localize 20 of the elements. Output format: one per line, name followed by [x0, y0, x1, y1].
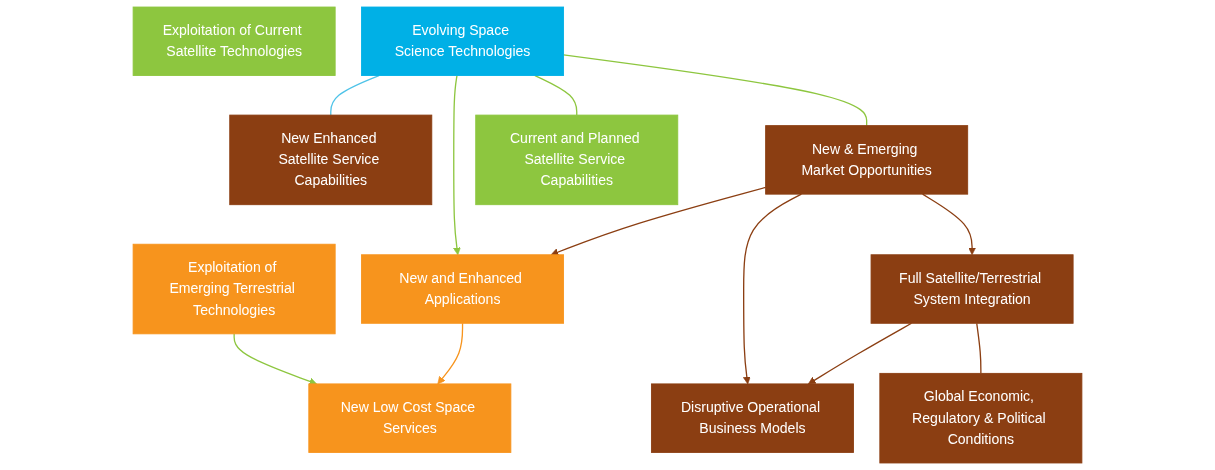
connector — [534, 74, 578, 116]
connector — [562, 54, 868, 127]
node-box: Exploitation of Emerging Terrestrial Technologies — [132, 243, 336, 335]
node-box: Exploitation of Current Satellite Technologies — [132, 6, 336, 76]
node-box: Current and Planned Satellite Service Capabilities — [475, 114, 679, 206]
arrow — [550, 186, 767, 256]
arrow — [808, 322, 913, 385]
connector — [330, 74, 380, 116]
node-box: Evolving Space Science Technologies — [361, 6, 564, 76]
node-box: New Enhanced Satellite Service Capabilities — [229, 114, 433, 206]
node-box: Disruptive Operational Business Models — [651, 383, 854, 453]
node-box: Global Economic, Regulatory & Political Conditions — [879, 372, 1083, 464]
node-box: New Low Cost Space Services — [308, 383, 512, 453]
arrow — [921, 193, 976, 256]
arrow — [437, 322, 464, 385]
node-box: New & Emerging Market Opportunities — [765, 125, 969, 195]
connector — [976, 322, 982, 375]
node-box: Full Satellite/Terrestrial System Integration — [870, 254, 1074, 324]
node-box: New and Enhanced Applications — [361, 254, 564, 324]
arrow — [453, 74, 461, 256]
